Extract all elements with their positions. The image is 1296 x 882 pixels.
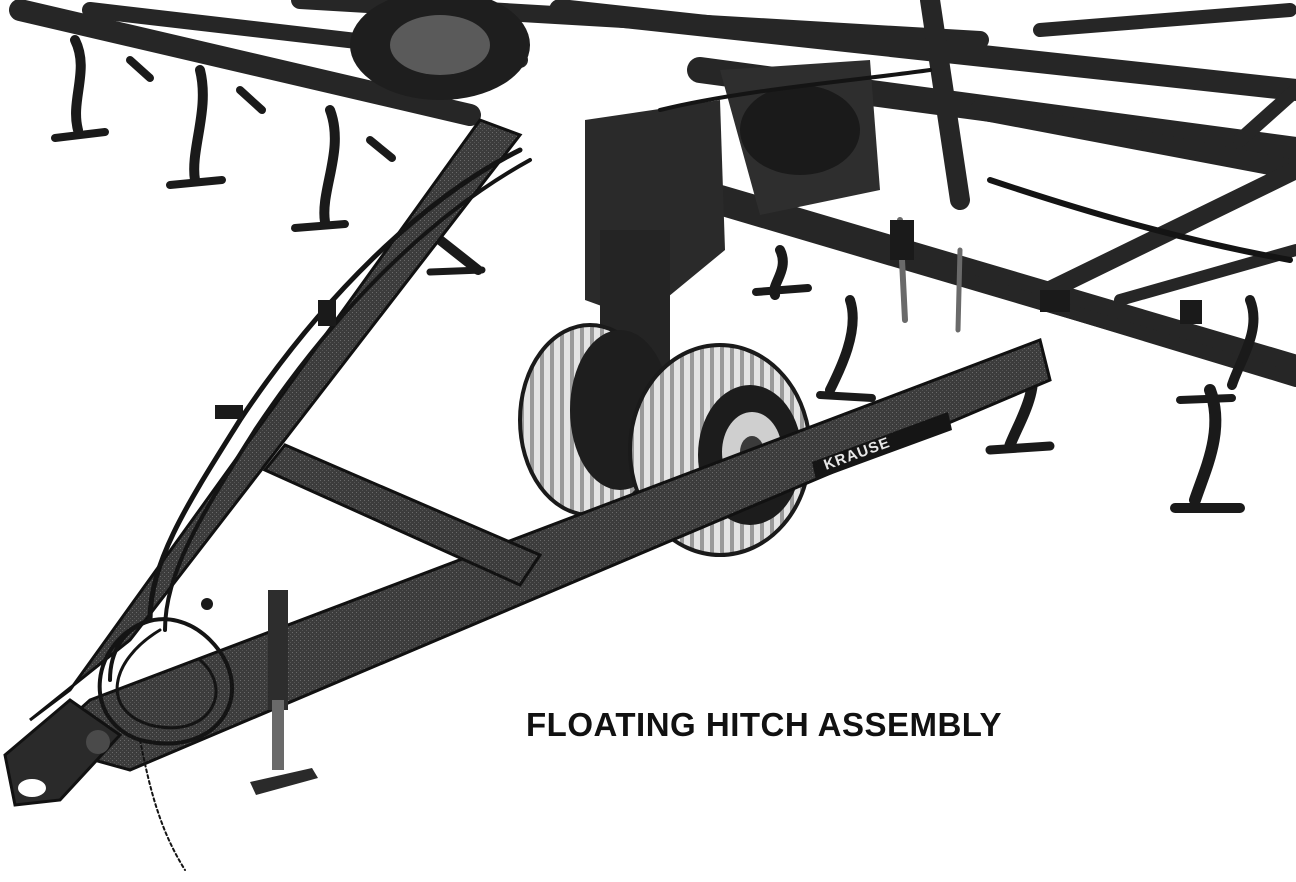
wheel-mast	[585, 60, 880, 370]
hydraulic-hoses	[97, 68, 1293, 871]
document-caption: FLOATING HITCH ASSEMBLY	[526, 706, 1002, 743]
shanks-right	[752, 217, 1259, 513]
jack-stand	[250, 590, 318, 795]
rear-wheel	[350, 0, 530, 100]
hardware	[201, 220, 1202, 610]
hitch-clevis	[3, 698, 123, 807]
shanks-left	[51, 35, 486, 276]
